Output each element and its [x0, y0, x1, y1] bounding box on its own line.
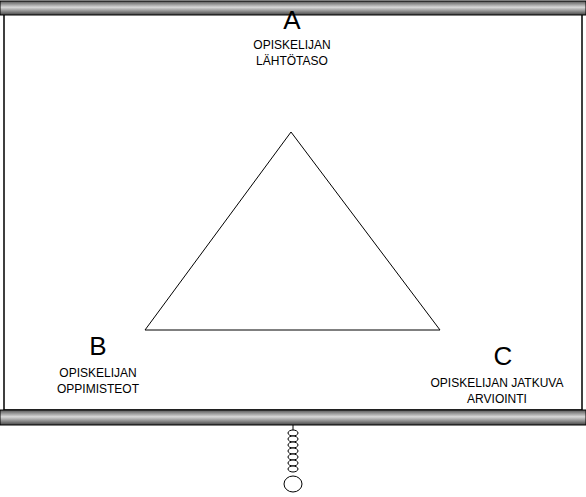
- triangle: [145, 132, 440, 330]
- vertex-letter: A: [283, 4, 300, 38]
- screen-surface: [4, 14, 582, 410]
- pull-cord: [284, 425, 302, 492]
- vertex-letter: B: [89, 330, 106, 364]
- bottom-bar: [0, 410, 586, 425]
- vertex-label: OPISKELIJAN OPPIMISTEOT: [57, 366, 139, 397]
- vertex-label: OPISKELIJAN JATKUVA ARVIOINTI: [422, 376, 572, 407]
- vertex-label: OPISKELIJAN LÄHTÖTASO: [253, 38, 330, 69]
- vertex-letter: C: [494, 340, 513, 374]
